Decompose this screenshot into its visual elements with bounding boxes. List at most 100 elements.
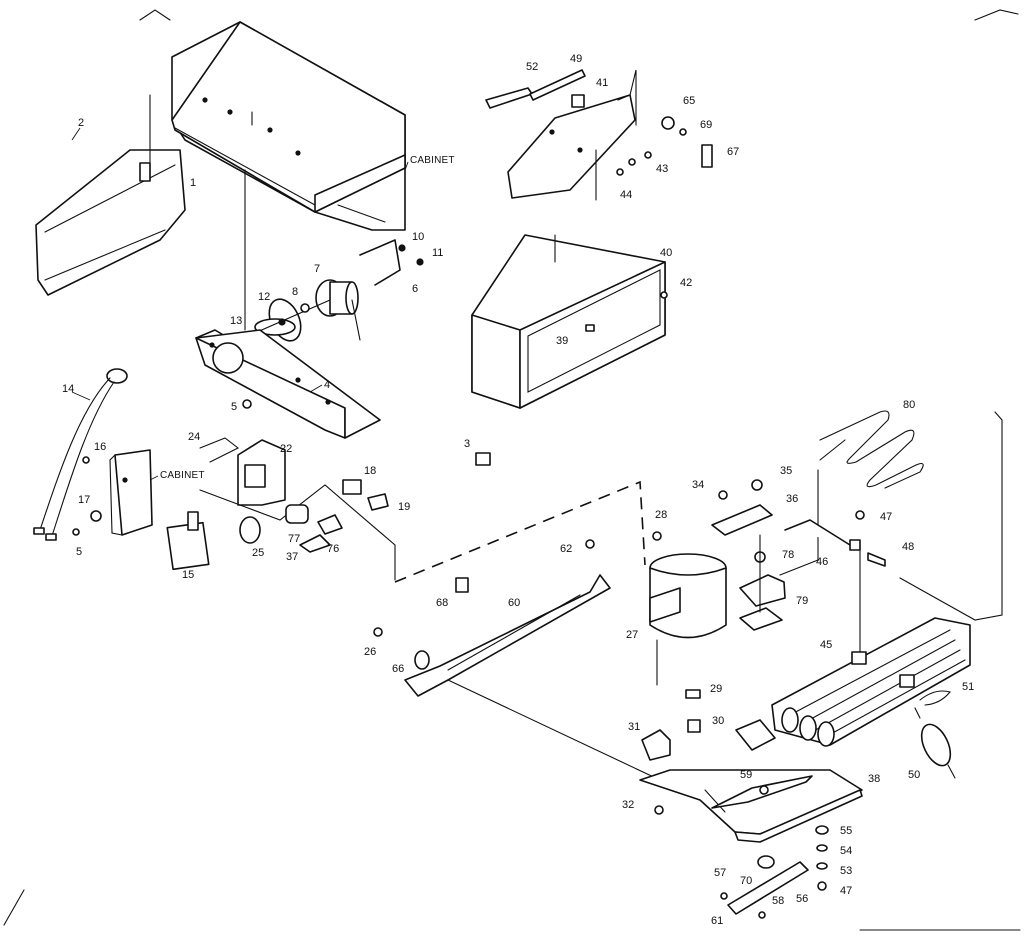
rail-52: [485, 87, 533, 109]
label-19: 19: [398, 501, 410, 513]
corner-mark-bottom-left: [3, 889, 25, 926]
label-34: 34: [692, 479, 704, 491]
mount-31: [641, 729, 671, 761]
label-67: 67: [727, 146, 739, 158]
capillary-tube: [779, 469, 819, 576]
rail-56: [727, 855, 809, 915]
label-56: 56: [796, 893, 808, 905]
label-69: 69: [700, 119, 712, 131]
label-24: 24: [188, 431, 200, 443]
label-61b: 61: [711, 915, 723, 927]
label-41: 41: [596, 77, 608, 89]
label-29: 29: [710, 683, 722, 695]
label-52: 52: [526, 61, 538, 73]
label-50: 50: [908, 769, 920, 781]
label-4: 4: [324, 379, 330, 391]
label-49: 49: [570, 53, 582, 65]
label-57: 57: [714, 867, 726, 879]
label-51: 51: [962, 681, 974, 693]
label-38: 38: [868, 773, 880, 785]
label-47b: 47: [840, 885, 852, 897]
clip-41: [571, 94, 585, 108]
mount-79: [739, 574, 786, 607]
label-37: 37: [286, 551, 298, 563]
label-35: 35: [780, 465, 792, 477]
tube-46: [784, 519, 856, 546]
grommet-66: [414, 650, 430, 670]
housing-box-40: [471, 234, 666, 409]
switch-18: [342, 479, 362, 495]
nut-29: [685, 689, 701, 699]
accumulator-50: [914, 707, 956, 779]
label-26: 26: [364, 646, 376, 658]
filter-48: [867, 552, 886, 567]
clip-67: [701, 144, 713, 168]
label-27: 27: [626, 629, 638, 641]
label-44: 44: [620, 189, 632, 201]
clip-51: [919, 690, 951, 706]
label-5b: 5: [76, 546, 82, 558]
label-18: 18: [364, 465, 376, 477]
dashed-outline: [394, 480, 646, 583]
grommet-65: [661, 116, 675, 130]
label-11: 11: [432, 247, 443, 259]
label-1: 1: [190, 177, 196, 189]
label-70: 70: [740, 875, 752, 887]
corner-mark-top-right: [974, 9, 1019, 21]
label-25: 25: [252, 547, 264, 559]
label-12: 12: [258, 291, 270, 303]
label-7: 7: [314, 263, 320, 275]
label-32: 32: [622, 799, 634, 811]
bracket-36: [711, 504, 773, 536]
label-65: 65: [683, 95, 695, 107]
label-62: 62: [560, 543, 572, 555]
label-16: 16: [94, 441, 106, 453]
nut-30: [687, 719, 701, 733]
label-42: 42: [680, 277, 692, 289]
relay-box: [166, 511, 210, 571]
label-68: 68: [436, 597, 448, 609]
compressor-27: [649, 553, 727, 639]
label-66: 66: [392, 663, 404, 675]
label-30: 30: [712, 715, 724, 727]
rail-60: [404, 574, 611, 697]
label-78: 78: [782, 549, 794, 561]
pad-81: [739, 607, 783, 631]
fan-shroud-bracket: [195, 329, 381, 439]
motor-bracket: [359, 239, 424, 286]
rail-49: [529, 69, 586, 101]
label-17: 17: [78, 494, 90, 506]
terminal-19: [367, 493, 389, 511]
label-45: 45: [820, 639, 832, 651]
label-10: 10: [412, 231, 424, 243]
label-cabinet-left: CABINET: [160, 470, 205, 481]
label-80: 80: [903, 399, 915, 411]
label-cabinet-top: CABINET: [410, 155, 455, 166]
label-79: 79: [796, 595, 808, 607]
clip-76: [317, 514, 343, 535]
label-77: 77: [288, 533, 300, 545]
label-55: 55: [840, 825, 852, 837]
fan-motor: [315, 279, 361, 341]
label-3: 3: [464, 438, 470, 450]
evaporator-45: [771, 617, 971, 747]
label-43: 43: [656, 163, 668, 175]
label-54: 54: [840, 845, 852, 857]
clip-3: [475, 452, 491, 466]
left-side-panel: [35, 149, 186, 296]
label-58: 58: [772, 895, 784, 907]
control-housing: [237, 439, 286, 506]
label-22: 22: [280, 443, 292, 455]
cabinet-shelf: [171, 21, 406, 231]
label-48: 48: [902, 541, 914, 553]
label-59: 59: [740, 769, 752, 781]
label-53: 53: [840, 865, 852, 877]
bracket-38-upper: [735, 719, 776, 751]
label-76: 76: [327, 543, 339, 555]
corner-mark-top-left: [139, 9, 171, 21]
clip-68: [455, 577, 469, 593]
label-14: 14: [62, 383, 74, 395]
label-13: 13: [230, 315, 242, 327]
label-6: 6: [412, 283, 418, 295]
